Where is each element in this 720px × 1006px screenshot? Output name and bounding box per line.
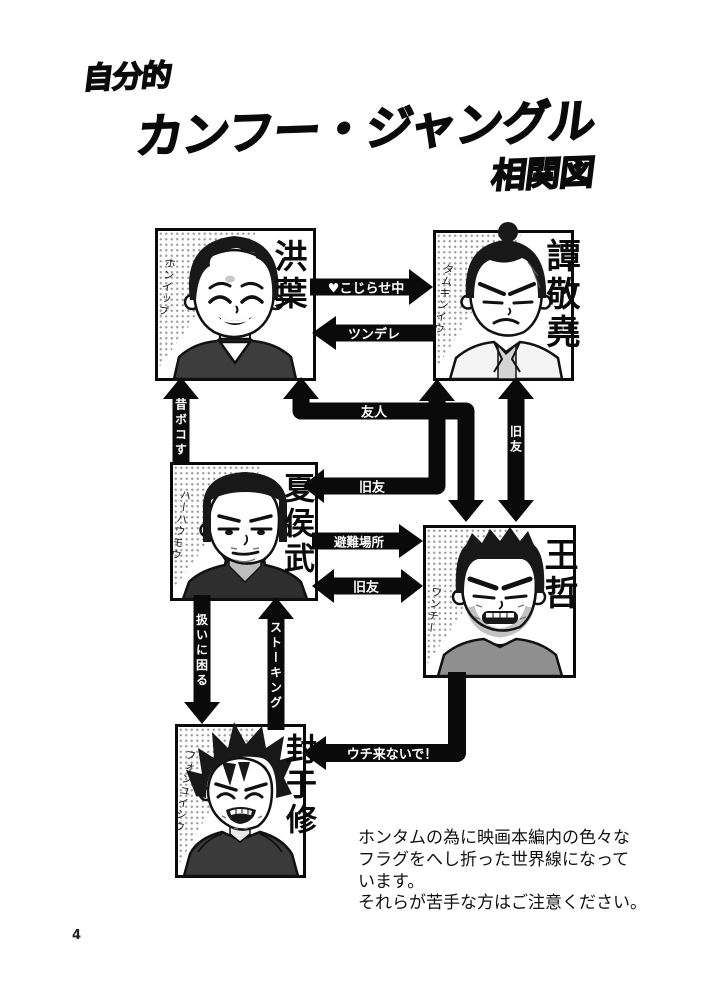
arrow-mukashi-bokosu-up xyxy=(163,377,199,463)
edge-label-kyuyu-2: 旧友 xyxy=(508,425,523,455)
character-name: 譚敬堯 xyxy=(540,238,580,352)
character-box-wong-chi: 王哲 ワンチー xyxy=(423,525,578,678)
arrow-kyuyu-hahou-wong xyxy=(312,569,423,603)
edge-label-atsukai: 扱いに困る xyxy=(194,613,209,689)
arrow-kyuyu-tam-wong xyxy=(498,377,534,522)
arrow-hinan-basho-right xyxy=(312,524,423,558)
character-box-hong-yip: 洪葉 ホンイップ xyxy=(155,228,316,381)
portrait-hahou-mou xyxy=(181,472,309,601)
character-box-tam-king-yiu: 譚敬堯 タムキンイウ xyxy=(431,222,580,381)
edge-label-tsundere: ツンデレ xyxy=(347,327,401,343)
edge-label-hinan-basho: 避難場所 xyxy=(333,534,385,550)
footer-note-line-4: それらが苦手な方はご注意ください。 xyxy=(358,893,647,914)
edge-label-uchi-konaide: ウチ来ないで！ xyxy=(346,747,438,763)
footer-note-line-3: います。 xyxy=(358,871,425,892)
portrait-wong-chi xyxy=(436,527,564,678)
edge-label-kyuyu-1: 旧友 xyxy=(358,480,386,496)
edge-label-stalking: ストーキング xyxy=(268,621,283,711)
character-box-hahou-mou: 夏侯武 ハーハウモウ xyxy=(168,462,318,601)
arrow-yujin-elbow xyxy=(283,377,484,522)
character-box-fung-yu-sau: 封于修 フォンユイシウ xyxy=(172,722,316,878)
character-name: 王哲 xyxy=(538,537,578,613)
portrait-fung-yu-sau xyxy=(182,722,300,878)
arrow-kyuyu-hahou-tam xyxy=(302,379,455,503)
arrow-atsukai-down xyxy=(184,595,220,724)
footer-note-line-2: フラグをへし折った世界線になって xyxy=(358,849,630,870)
edge-label-mukashi-bokosu: 昔ボコす xyxy=(173,398,188,458)
page-number: 4 xyxy=(72,928,82,943)
footer-note-line-1: ホンタムの為に映画本編内の色々な xyxy=(358,828,630,848)
arrow-kojirase-right xyxy=(310,269,433,305)
edge-label-kyuyu-3: 旧友 xyxy=(352,580,380,596)
portrait-hong-yip xyxy=(172,236,298,381)
character-name: 洪葉 xyxy=(269,239,308,313)
edge-label-yujin: 友人 xyxy=(360,405,388,421)
edge-label-kojirase: ♥こじらせ中 xyxy=(327,281,405,297)
footer-note: ホンタムの為に映画本編内の色々な フラグをへし折った世界線になって います。 そ… xyxy=(358,828,647,915)
arrow-tsundere-left xyxy=(312,316,433,350)
arrow-stalking-up xyxy=(258,597,294,730)
arrow-uchi-konaide xyxy=(302,672,466,770)
portrait-tam-king-yiu xyxy=(448,222,564,381)
